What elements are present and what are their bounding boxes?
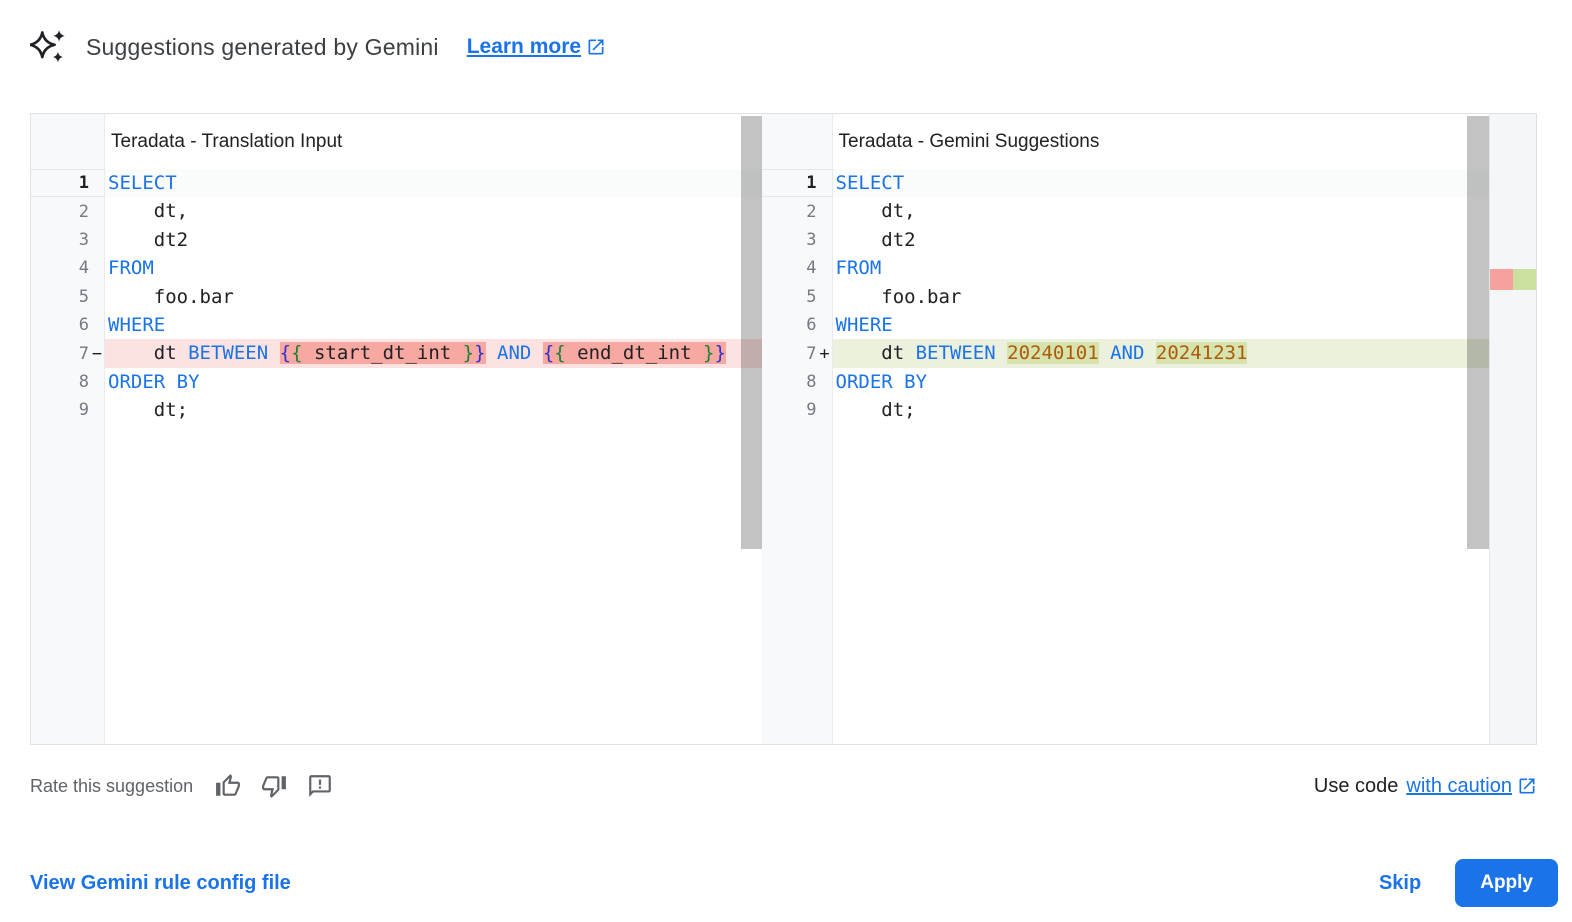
line-number: 4 [78, 258, 89, 279]
code-line[interactable]: 4 FROM [762, 254, 1536, 282]
code-text[interactable]: dt, [835, 200, 916, 223]
line-number: 9 [806, 400, 817, 421]
pane-title: Teradata - Translation Input [111, 130, 343, 152]
line-number: 3 [806, 229, 817, 250]
line-number: 7+ [806, 343, 830, 364]
line-number-gutter [31, 114, 105, 744]
ruler-added-mark [1513, 269, 1536, 290]
code-line[interactable]: 5 foo.bar [762, 283, 1536, 311]
thumbs-up-button[interactable] [215, 773, 241, 799]
code-line[interactable]: 1 SELECT [762, 169, 1536, 198]
code-line[interactable]: 2 dt, [31, 197, 762, 225]
code-text[interactable]: dt BETWEEN {{ start_dt_int }} AND {{ end… [105, 339, 762, 368]
pane-header: Teradata - Translation Input [31, 114, 762, 169]
line-number-gutter [761, 114, 833, 744]
code-text[interactable]: FROM [108, 257, 154, 280]
code-text[interactable]: dt; [835, 399, 916, 422]
code-text[interactable]: WHERE [835, 313, 893, 336]
scrollbar-thumb[interactable] [740, 116, 762, 549]
code-line[interactable]: 8 ORDER BY [31, 368, 762, 396]
code-text[interactable]: foo.bar [108, 285, 234, 308]
code-text[interactable]: dt2 [108, 228, 189, 251]
pane-title: Teradata - Gemini Suggestions [838, 130, 1100, 152]
line-number: 6 [806, 315, 817, 336]
line-number: 9 [78, 400, 89, 421]
line-number: 5 [78, 286, 89, 307]
code-text[interactable]: foo.bar [835, 285, 962, 308]
report-feedback-button[interactable] [307, 773, 333, 799]
rate-label: Rate this suggestion [30, 775, 194, 796]
code-text[interactable]: dt; [108, 399, 189, 422]
code-line[interactable]: 9 dt; [31, 396, 762, 424]
code-text[interactable]: ORDER BY [108, 370, 200, 393]
code-text[interactable]: ORDER BY [835, 370, 928, 393]
code-line[interactable]: 5 foo.bar [31, 283, 762, 311]
line-number: 8 [78, 371, 89, 392]
line-number: 2 [78, 201, 89, 222]
code-line[interactable]: 6 WHERE [762, 311, 1536, 339]
line-number: 1 [78, 173, 89, 194]
code-line[interactable]: 6 WHERE [31, 311, 762, 339]
diff-overview-ruler[interactable] [1489, 114, 1536, 744]
code-line[interactable]: 4 FROM [31, 254, 762, 282]
use-code-caution: Use code with caution [1314, 775, 1537, 798]
line-number: 4 [806, 258, 817, 279]
code-text[interactable]: WHERE [108, 313, 166, 336]
code-text[interactable]: SELECT [105, 169, 762, 198]
code-line[interactable]: 7+ dt BETWEEN 20240101 AND 20241231 [762, 339, 1536, 368]
line-number: 6 [78, 315, 89, 336]
code-text[interactable]: dt2 [835, 228, 916, 251]
code-text[interactable]: FROM [835, 257, 882, 280]
line-number: 2 [806, 201, 817, 222]
learn-more-link[interactable]: Learn more [467, 35, 606, 59]
line-number: 1 [806, 173, 817, 194]
header: Suggestions generated by Gemini Learn mo… [30, 28, 606, 66]
learn-more-label: Learn more [466, 35, 582, 58]
line-number: 7− [78, 343, 103, 364]
gemini-sparkle-icon [30, 30, 65, 63]
use-code-label: Use code [1313, 774, 1399, 797]
external-link-icon [588, 39, 604, 55]
pane-header: Teradata - Gemini Suggestions [762, 114, 1536, 169]
code-line[interactable]: 7− dt BETWEEN {{ start_dt_int }} AND {{ … [31, 339, 762, 368]
feedback-icon [309, 775, 331, 797]
with-caution-link[interactable]: with caution [1406, 775, 1537, 798]
apply-button[interactable]: Apply [1455, 859, 1558, 907]
code-text[interactable]: dt BETWEEN 20240101 AND 20241231 [832, 339, 1536, 368]
code-line[interactable]: 2 dt, [762, 197, 1536, 225]
view-rule-config-link[interactable]: View Gemini rule config file [30, 871, 291, 894]
scrollbar-thumb[interactable] [1467, 116, 1489, 549]
code-text[interactable]: dt, [108, 200, 189, 223]
line-number: 5 [806, 286, 817, 307]
external-link-icon [1519, 778, 1535, 794]
code-line[interactable]: 9 dt; [762, 396, 1536, 424]
code-line[interactable]: 3 dt2 [762, 226, 1536, 254]
ruler-removed-mark [1490, 269, 1513, 290]
thumbs-up-icon [216, 774, 241, 796]
skip-button[interactable]: Skip [1378, 871, 1422, 894]
thumbs-down-icon [262, 776, 287, 798]
line-number: 3 [78, 229, 89, 250]
code-line[interactable]: 1 SELECT [31, 169, 762, 198]
code-text[interactable]: SELECT [832, 169, 1536, 198]
thumbs-down-button[interactable] [261, 773, 287, 799]
code-line[interactable]: 8 ORDER BY [762, 368, 1536, 396]
line-number: 8 [806, 371, 817, 392]
code-line[interactable]: 3 dt2 [31, 226, 762, 254]
feedback-row: Rate this suggestion Use code with cauti… [30, 766, 1537, 806]
page-title: Suggestions generated by Gemini [86, 33, 439, 60]
action-bar: View Gemini rule config file Skip Apply [30, 858, 1558, 908]
